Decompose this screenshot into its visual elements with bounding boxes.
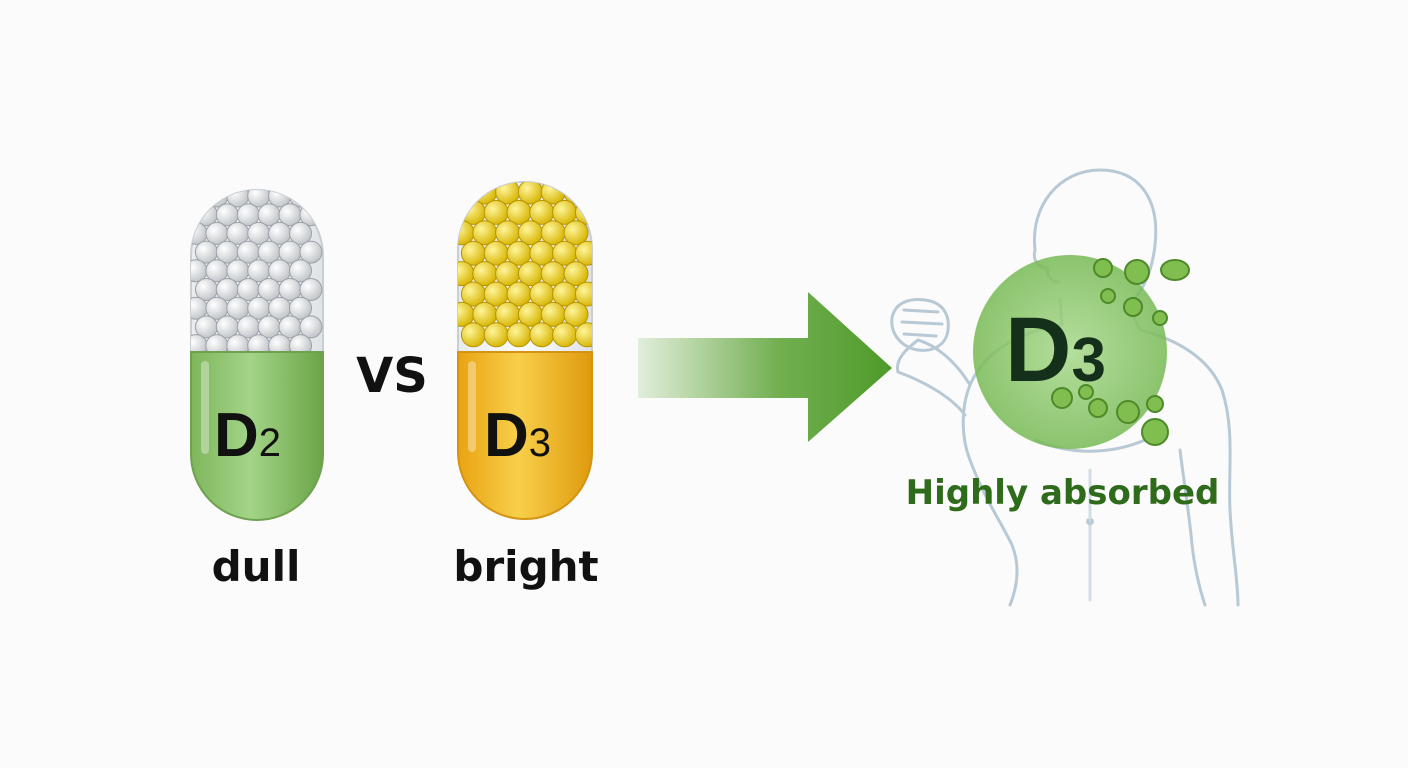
- versus-label: VS: [356, 348, 428, 404]
- pellet: [483, 322, 509, 348]
- pellet: [289, 296, 312, 320]
- pellet: [299, 278, 323, 301]
- pellet: [563, 301, 589, 327]
- pellet: [529, 322, 555, 348]
- capsule-d3-caption: bright: [453, 542, 599, 591]
- absorption-circle: [973, 255, 1167, 449]
- pellet: [574, 322, 592, 348]
- pellet: [563, 220, 589, 246]
- capsule-d3-letter: D: [484, 401, 529, 470]
- capsule-d2-label: D2: [214, 400, 304, 472]
- pellet: [574, 240, 592, 266]
- pellet: [289, 221, 312, 245]
- pellet: [458, 182, 475, 205]
- pellet: [299, 315, 323, 339]
- white-pellet-icon: [191, 190, 323, 352]
- body-badge-subscript: 3: [1071, 326, 1106, 395]
- pellet: [289, 259, 312, 283]
- body-caption: Highly absorbed: [905, 473, 1220, 513]
- absorption-droplets: [1051, 258, 1190, 446]
- pellet: [574, 281, 592, 307]
- capsule-d3-label: D3: [484, 400, 574, 472]
- pellet: [191, 190, 208, 208]
- capsule-d2-caption: dull: [211, 542, 301, 591]
- pellet: [552, 322, 578, 348]
- body-badge-letter: D: [1005, 299, 1072, 401]
- capsule-d2: [190, 189, 324, 521]
- body-badge-label: D3: [1005, 300, 1155, 400]
- pellet: [563, 261, 589, 287]
- capsule-d3: [457, 181, 593, 520]
- right-arrow-icon: [638, 292, 892, 442]
- capsule-d2-letter: D: [214, 401, 259, 470]
- pellet: [460, 322, 486, 348]
- capsule-d2-subscript: 2: [258, 421, 282, 465]
- capsule-d3-subscript: 3: [528, 421, 552, 465]
- pellet: [506, 322, 532, 348]
- pellet: [299, 240, 323, 264]
